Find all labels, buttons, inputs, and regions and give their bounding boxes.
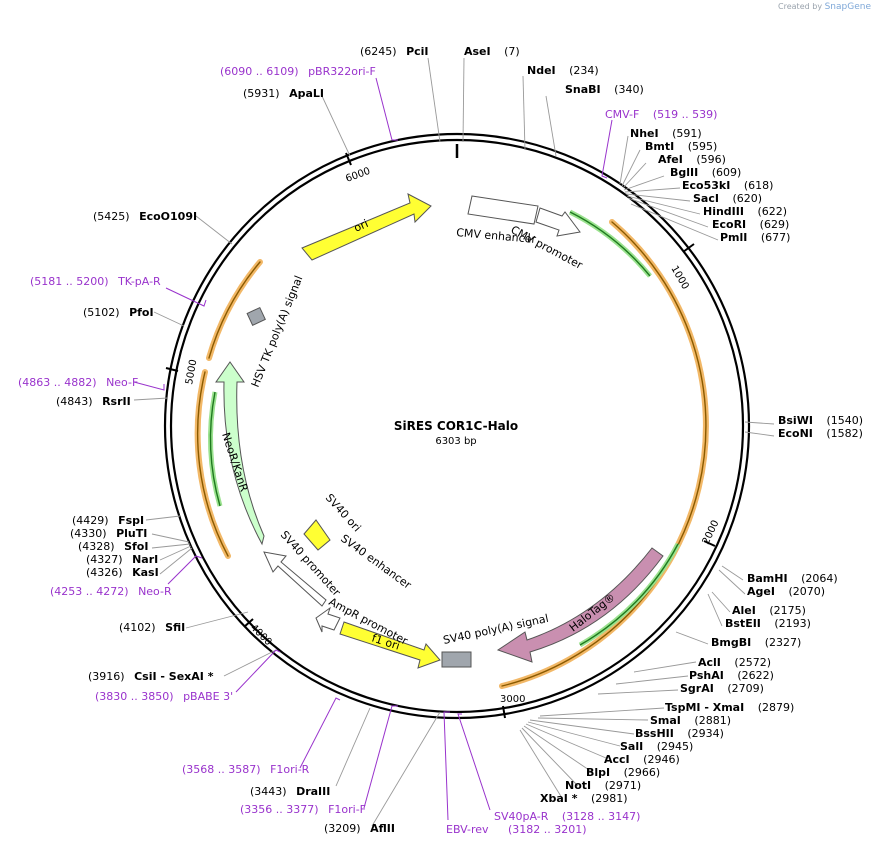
- tick-marks: [165, 152, 716, 719]
- site-ndeI: NdeI (234): [527, 64, 599, 77]
- primer-sv40pa-r: SV40pA-R (3128 .. 3147): [494, 810, 640, 823]
- primer-tk-pa-r: (5181 .. 5200) TK-pA-R: [30, 275, 161, 288]
- site-sfoI: (4328) SfoI: [78, 540, 148, 553]
- tick-label-3000: 3000: [500, 694, 525, 705]
- site-csiI-sexAI: (3916) CsiI - SexAI *: [88, 670, 214, 683]
- primer-f1ori-f: (3356 .. 3377) F1ori-F: [240, 803, 366, 816]
- feature-cmv-promoter: [535, 207, 581, 237]
- feature-neor-kanr: [215, 361, 265, 546]
- site-blpI: BlpI (2966): [586, 766, 660, 779]
- site-bamHI: BamHI (2064): [747, 572, 838, 585]
- site-leader-lines: [133, 57, 775, 827]
- site-accI: AccI (2946): [604, 753, 680, 766]
- primer-ebv-rev: EBV-rev: [446, 823, 489, 836]
- site-pshAI: PshAI (2622): [689, 669, 774, 682]
- site-fspI: (4429) FspI: [72, 514, 144, 527]
- site-aflII: (3209) AflII: [324, 822, 395, 835]
- plasmid-size: 6303 bp: [435, 436, 476, 447]
- feature-label-hsv-tk-polya: HSV TK poly(A) signal: [249, 274, 306, 389]
- primer-f1ori-r: (3568 .. 3587) F1ori-R: [182, 763, 310, 776]
- primer-neo-f: (4863 .. 4882) Neo-F: [18, 376, 138, 389]
- orf-left-2: [206, 259, 263, 361]
- feature-f1-ori: [339, 621, 441, 669]
- site-pmlI: PmlI (677): [720, 231, 790, 244]
- site-sacI: SacI (620): [693, 192, 762, 205]
- site-salI: SalI (2945): [620, 740, 693, 753]
- backbone-inner: [169, 138, 745, 714]
- primer-pbabe-3: (3830 .. 3850) pBABE 3': [95, 690, 233, 703]
- site-snabI: SnaBI (340): [565, 83, 644, 96]
- plasmid-name: SiRES COR1C-Halo: [394, 419, 518, 433]
- feature-hsv-tk-polya: [246, 306, 266, 326]
- primer-range-3182: (3182 .. 3201): [508, 823, 587, 836]
- feature-sv40-polya: [441, 651, 472, 668]
- site-nheI: NheI (591): [630, 127, 702, 140]
- feature-ori: [301, 193, 432, 261]
- feature-label-sv40-ori: SV40 ori: [323, 491, 364, 534]
- site-hindIII: HindIII (622): [703, 205, 787, 218]
- site-sgrAI: SgrAI (2709): [680, 682, 764, 695]
- primer-cmv-f: CMV-F (519 .. 539): [605, 108, 717, 121]
- feature-sv40-ori: [303, 519, 331, 551]
- site-aseI: AseI (7): [464, 45, 520, 58]
- site-rsrII: (4843) RsrII: [56, 395, 131, 408]
- primer-neo-r: (4253 .. 4272) Neo-R: [50, 585, 172, 598]
- site-pluTI: (4330) PluTI: [70, 527, 147, 540]
- site-pfoI: (5102) PfoI: [83, 306, 154, 319]
- tick-label-6000: 6000: [344, 166, 372, 185]
- site-bsiWI: BsiWI (1540): [778, 414, 863, 427]
- feature-sv40-promoter: [263, 551, 327, 607]
- site-afeI: AfeI (596): [658, 153, 726, 166]
- site-eco53kI: Eco53kI (618): [682, 179, 773, 192]
- site-apaLI: (5931) ApaLI: [243, 87, 324, 100]
- primer-leader-lines: [133, 77, 613, 821]
- tick-label-1000: 1000: [668, 264, 690, 292]
- site-narI: (4327) NarI: [86, 553, 158, 566]
- site-xbaI: XbaI * (2981): [540, 792, 628, 805]
- site-bglII: BglII (609): [670, 166, 741, 179]
- site-bmgBI: BmgBI (2327): [711, 636, 801, 649]
- backbone-outer: [163, 132, 751, 720]
- site-kasI: (4326) KasI: [86, 566, 159, 579]
- feature-label-ori: ori: [352, 217, 370, 235]
- site-smaI: SmaI (2881): [650, 714, 731, 727]
- feature-ampr-promoter: [315, 606, 341, 633]
- tick-label-5000: 5000: [184, 359, 199, 386]
- site-ecoNI: EcoNI (1582): [778, 427, 863, 440]
- site-pciI: (6245) PciI: [360, 45, 429, 58]
- site-ecoRI: EcoRI (629): [712, 218, 789, 231]
- site-tspMI-xmaI: TspMI - XmaI (2879): [665, 701, 794, 714]
- site-notI: NotI (2971): [565, 779, 641, 792]
- snapgene-watermark: Created by SnapGene: [778, 2, 871, 12]
- site-draIII: (3443) DraIII: [250, 785, 330, 798]
- site-sfiI: (4102) SfiI: [119, 621, 185, 634]
- site-bssHII: BssHII (2934): [635, 727, 724, 740]
- site-bstEII: BstEII (2193): [725, 617, 811, 630]
- feature-label-neor-kanr: NeoR/KanR: [219, 431, 250, 494]
- site-aclI: AclI (2572): [698, 656, 771, 669]
- site-ageI: AgeI (2070): [747, 585, 825, 598]
- primer-pbr322ori-f: (6090 .. 6109) pBR322ori-F: [220, 65, 376, 78]
- site-bmtI: BmtI (595): [645, 140, 717, 153]
- site-ecoO109I: (5425) EcoO109I: [93, 210, 197, 223]
- feature-cmv-enhancer: [467, 195, 539, 225]
- feature-label-sv40-enhancer: SV40 enhancer: [338, 532, 414, 592]
- site-aleI: AleI (2175): [732, 604, 806, 617]
- feature-halotag: [496, 547, 664, 663]
